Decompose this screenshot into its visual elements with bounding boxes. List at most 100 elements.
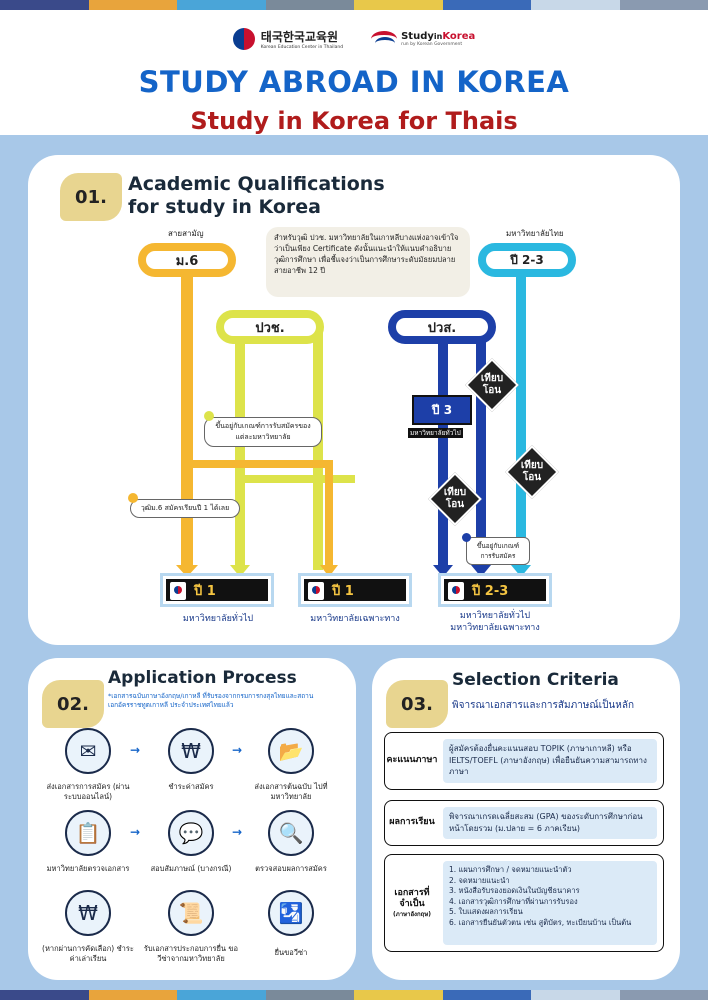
step-label-9: ยื่นขอวีซ่า [274,948,308,957]
top-color-stripe [0,0,708,10]
blue-dot-icon [462,533,471,542]
logo-row: 태국한국교육원 Korean Education Center in Thail… [0,28,708,50]
dest3-label-line1: มหาวิทยาลัยทั่วไป [459,611,531,621]
selection-criteria-card: 03. Selection Criteria พิจารณาเอกสารและก… [372,658,680,980]
sik-in: in [433,32,443,41]
kec-logo: 태국한국교육원 Korean Education Center in Thail… [232,28,344,50]
section-title: Academic Qualifications for study in Kor… [128,173,385,219]
dest2-year: ปี 1 [332,583,354,599]
page-title: STUDY ABROAD IN KOREA [138,65,570,99]
section-title-line2: for study in Korea [128,195,321,218]
transfer-label-2: เทียบโอน [443,487,467,510]
list-item: 5. ใบแสดงผลการเรียน [449,907,523,916]
section-number-badge: 02. [42,680,104,728]
document-check-icon: 📋 [65,810,111,856]
tuition-payment-icon: ₩ [65,890,111,936]
transfer-label-1: เทียบโอน [480,373,504,396]
section-subtitle: พิจารณาเอกสารและการสัมภาษณ์เป็นหลัก [452,700,635,711]
step-label-1: ส่งเอกสารการสมัคร (ผ่านระบบออนไลน์) [46,782,130,801]
section-number-badge: 01. [60,173,122,221]
header: 태국한국교육원 Korean Education Center in Thail… [0,10,708,135]
pill-pvs: ปวส. [388,310,496,344]
section-title: Application Process [108,668,297,688]
taeguk-seal-icon [232,28,255,50]
arrow-icon: → [130,743,141,757]
coins-won-icon: ₩ [168,728,214,774]
section-number-badge: 03. [386,680,448,728]
process-note: *เอกสารฉบับภาษาอังกฤษ/เกาหลี ที่รับรองจา… [108,692,314,709]
kec-name-ko: 태국한국교육원 [260,30,339,44]
dest1-year: ปี 1 [194,583,216,599]
step-label-4: มหาวิทยาลัยตรวจเอกสาร [46,864,130,873]
criteria-grades-label: ผลการเรียน [389,817,435,828]
result-search-icon: 🔍 [268,810,314,856]
qualifications-card: 01. Academic Qualifications for study in… [28,155,680,645]
dest2-label: มหาวิทยาลัยเฉพาะทาง [310,614,400,624]
pill-m6: ม.6 [138,243,236,277]
box-year3: ปี 3 [412,395,472,425]
note-m6-year1: วุฒิม.6 สมัครเรียนปี 1 ได้เลย [130,499,240,518]
pill-pvc: ปวช. [216,310,324,344]
criteria-grades-text: พิจารณาเกรดเฉลี่ยสะสม (GPA) ของระดับการศ… [443,807,657,839]
criteria-documents-label: เอกสารที่จำเป็น [394,888,430,910]
dest-general-year1: ปี 1 [160,573,274,607]
note-uni-criteria: ขึ้นอยู่กับเกณฑ์การรับสมัครของแต่ละมหาวิ… [204,417,322,447]
step-label-3: ส่งเอกสารต้นฉบับ ไปที่มหาวิทยาลัย [254,782,328,801]
criteria-language-label: คะแนนภาษา [386,755,438,766]
pill-year-2-3: ปี 2-3 [478,243,576,277]
bottom-color-stripe [0,990,708,1000]
step-label-2: ชำระค่าสมัคร [168,782,214,791]
korea-flag-icon [448,582,464,600]
envelope-icon: ✉ [65,728,111,774]
sik-sub: run by Korean Government [401,42,463,47]
step-label-8: รับเอกสารประกอบการยื่น ขอวีซ่าจากมหาวิทย… [143,944,239,963]
sik-study: Study [401,31,434,42]
page-subtitle: Study in Korea for Thais [190,107,518,135]
kec-name-en: Korean Education Center in Thailand [260,45,344,50]
list-item: 6. เอกสารยืนยันตัวตน เช่น สูติบัตร, ทะเบ… [449,917,632,927]
korea-flag-icon [308,582,324,600]
section-title-line1: Academic Qualifications [128,173,385,195]
criteria-documents: เอกสารที่จำเป็น (ภาษาอังกฤษ) 1. แผนการศึ… [384,854,664,952]
dest3-label: มหาวิทยาลัยทั่วไป มหาวิทยาลัยเฉพาะทาง [436,611,554,634]
label-thai-university: มหาวิทยาลัยไทย [506,229,564,238]
criteria-language-text: ผู้สมัครต้องยื่นคะแนนสอบ TOPIK (ภาษาเกาห… [443,739,657,783]
swoosh-icon [371,31,398,47]
criteria-grades: ผลการเรียน พิจารณาเกรดเฉลี่ยสะสม (GPA) ข… [384,800,664,846]
section-title: Selection Criteria [452,670,619,690]
study-in-korea-logo: StudyinKorea run by Korean Government [371,31,475,47]
pathway-lines [176,273,531,577]
sik-korea: Korea [442,31,476,42]
list-item: 3. หนังสือรับรองยอดเงินในบัญชีธนาคาร [449,886,580,895]
list-item: 2. จดหมายแนะนำ [449,875,510,885]
orange-dot-icon [128,493,138,503]
step-label-5: สอบสัมภาษณ์ (บางกรณี) [150,864,232,873]
dest3-label-line2: มหาวิทยาลัยเฉพาะทาง [450,622,540,633]
dest-year-2-3: ปี 2-3 [438,573,552,607]
arrow-icon: → [232,825,243,839]
label-general-track: สายสามัญ [168,229,204,238]
dest3-year: ปี 2-3 [472,583,509,599]
application-process-card: 02. Application Process *เอกสารฉบับภาษาอ… [28,658,356,980]
transfer-label-3: เทียบโอน [520,460,544,483]
box-year3-sub: มหาวิทยาลัยทั่วไป [408,428,463,438]
note-admission-criteria: ขึ้นอยู่กับเกณฑ์การรับสมัคร [466,537,530,565]
dest-specialized-year1: ปี 1 [298,573,412,607]
pvc-note-bubble: สำหรับวุฒิ ปวช. มหาวิทยาลัยในเกาหลีบางแห… [266,227,470,297]
list-item: 4. เอกสารวุฒิการศึกษาที่ผ่านการรับรอง [449,896,578,906]
criteria-documents-label-wrap: เอกสารที่จำเป็น (ภาษาอังกฤษ) [385,855,439,951]
interview-icon: 💬 [168,810,214,856]
criteria-language: คะแนนภาษา ผู้สมัครต้องยื่นคะแนนสอบ TOPIK… [384,732,664,790]
korea-flag-icon [170,582,186,600]
certificate-icon: 📜 [168,890,214,936]
criteria-documents-list: 1. แผนการศึกษา / จดหมายแนะนำตัว 2. จดหมา… [443,861,657,945]
dest1-label: มหาวิทยาลัยทั่วไป [182,614,254,624]
arrow-icon: → [130,825,141,839]
visa-icon: 🛂 [268,890,314,936]
arrow-icon: → [232,743,243,757]
criteria-documents-label-sub: (ภาษาอังกฤษ) [393,910,431,918]
step-label-6: ตรวจสอบผลการสมัคร [255,864,327,873]
folder-icon: 📂 [268,728,314,774]
yellow-dot-icon [204,411,214,421]
step-label-7: (หากผ่านการคัดเลือก) ชำระค่าเล่าเรียน [42,944,134,963]
